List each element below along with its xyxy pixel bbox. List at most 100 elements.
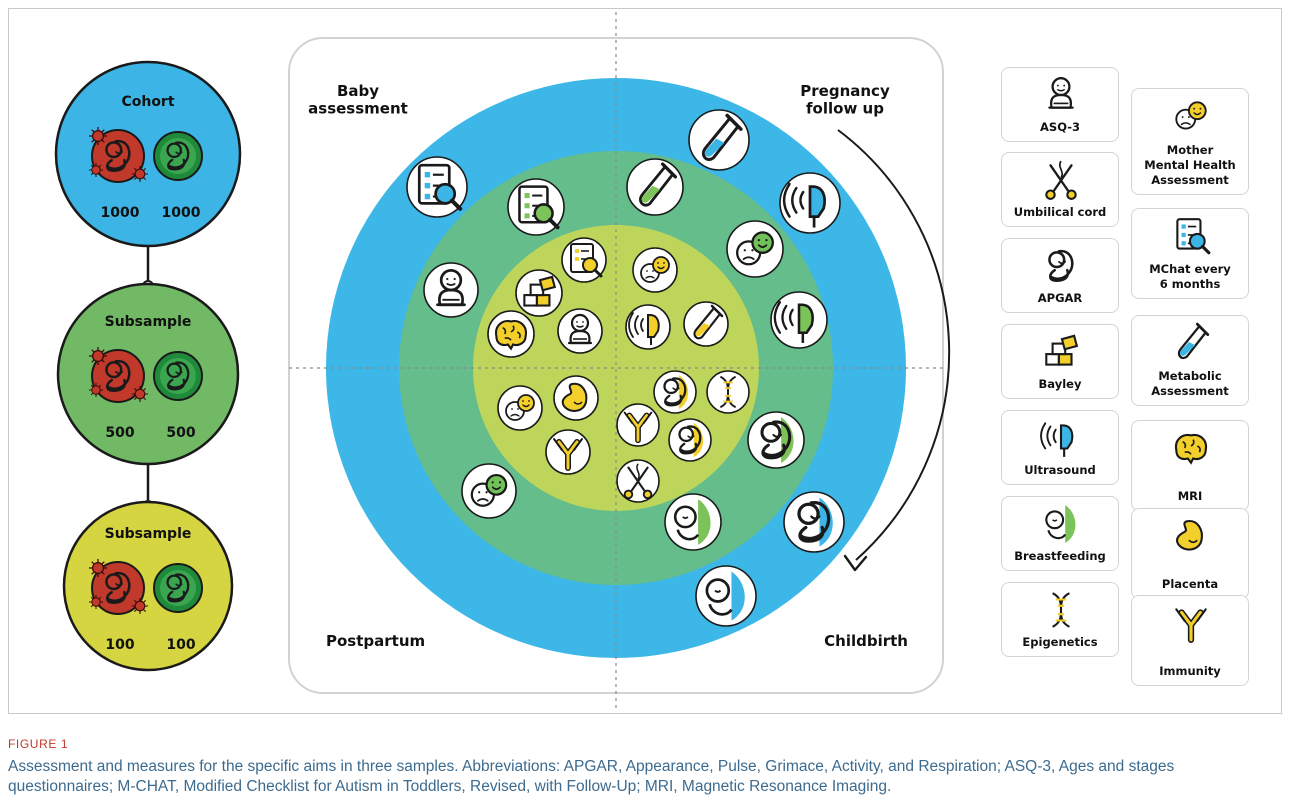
measure-bubble <box>497 385 543 431</box>
legend-card: Ultrasound <box>1001 410 1119 485</box>
measure-bubble <box>557 308 603 354</box>
control-count: 100 <box>166 637 195 653</box>
breastfeeding-icon <box>1045 504 1077 544</box>
virus-icon <box>131 597 149 615</box>
legend-label: Ultrasound <box>1024 463 1096 477</box>
legend-label: MRI <box>1177 489 1203 503</box>
legend-card: Metabolic Assessment <box>1131 315 1249 406</box>
exposed-count: 500 <box>105 425 134 441</box>
measure-bubble <box>616 459 660 503</box>
measure-bubble <box>779 172 841 234</box>
sample-circle-2: Subsample 100 100 <box>62 500 234 672</box>
legend-label: APGAR <box>1037 291 1083 305</box>
measure-bubble <box>770 291 828 349</box>
measure-bubble <box>726 220 784 278</box>
legend-label: Epigenetics <box>1022 635 1098 649</box>
legend-card: Umbilical cord <box>1001 152 1119 227</box>
sample-title: Subsample <box>105 314 192 330</box>
brain-icon <box>1174 433 1208 464</box>
ultrasound-probe-icon <box>1040 422 1074 458</box>
legend-card: MRI <box>1131 420 1249 511</box>
virus-icon <box>88 382 104 398</box>
measure-bubble <box>683 301 729 347</box>
measure-bubble <box>625 304 671 350</box>
legend-label: ASQ-3 <box>1040 120 1080 134</box>
figure-frame <box>8 8 1282 714</box>
legend-label: Umbilical cord <box>1013 205 1107 219</box>
sample-title: Subsample <box>105 526 192 542</box>
baby-icon <box>1048 77 1074 109</box>
measure-bubble <box>616 403 660 447</box>
legend-card: Mother Mental Health Assessment <box>1131 88 1249 195</box>
dna-icon <box>1051 592 1071 628</box>
legend-card: Placenta <box>1131 508 1249 599</box>
measure-bubble <box>561 237 607 283</box>
legend-card: Epigenetics <box>1001 582 1119 657</box>
legend-label: Immunity <box>1159 664 1221 678</box>
arrowhead <box>843 554 868 572</box>
measure-bubble <box>783 491 845 553</box>
measure-bubble <box>487 310 535 358</box>
sample-circle-0: Cohort 1000 1000 <box>54 60 242 248</box>
sample-circle-1: Subsample 500 500 <box>56 282 240 466</box>
virus-icon <box>88 558 108 578</box>
measure-bubble <box>688 109 750 171</box>
measure-bubble <box>632 247 678 293</box>
legend-label: Metabolic Assessment <box>1151 369 1229 398</box>
measure-bubble <box>507 178 565 236</box>
exposed-count: 100 <box>105 637 134 653</box>
mood-faces-icon <box>1175 101 1207 130</box>
control-count: 500 <box>166 425 195 441</box>
checklist-magnifier-icon <box>1175 217 1211 255</box>
measure-bubble <box>668 418 712 462</box>
newborn-icon <box>1048 249 1074 282</box>
quadrant-label-childbirth: Childbirth <box>824 632 908 650</box>
legend-card: MChat every 6 months <box>1131 208 1249 299</box>
sample-disc <box>54 60 242 248</box>
measure-bubble <box>626 158 684 216</box>
diagram-canvas: Cohort10001000Subsample500500Subsample10… <box>54 12 951 712</box>
measure-bubble <box>706 370 750 414</box>
legend-label: Breastfeeding <box>1014 549 1106 563</box>
measure-bubble <box>664 493 722 551</box>
sample-title: Cohort <box>121 94 174 110</box>
placenta-icon <box>1175 519 1203 551</box>
antibody-icon <box>1132 598 1250 648</box>
legend-card: APGAR <box>1001 238 1119 313</box>
exposed-count: 1000 <box>101 205 140 221</box>
blocks-icon <box>1045 334 1078 366</box>
sample-disc <box>62 500 234 672</box>
legend-card: Immunity <box>1131 595 1249 686</box>
legend-card: ASQ-3 <box>1001 67 1119 142</box>
legend-label: Mother Mental Health Assessment <box>1144 143 1236 187</box>
virus-icon <box>88 346 108 366</box>
control-count: 1000 <box>162 205 201 221</box>
measure-bubble <box>747 411 805 469</box>
timeline-arrow <box>837 129 951 561</box>
scissors-icon <box>1045 159 1077 201</box>
measure-bubble <box>423 262 479 318</box>
brain-icon <box>494 320 528 350</box>
virus-icon <box>88 162 104 178</box>
measure-bubble <box>545 429 591 475</box>
legend-label: Placenta <box>1161 577 1219 591</box>
measure-bubble <box>515 269 563 317</box>
legend-label: Bayley <box>1038 377 1082 391</box>
quadrant-label-postpartum: Postpartum <box>326 632 425 650</box>
figure-caption: Assessment and measures for the specific… <box>8 758 1175 795</box>
legend-card: Bayley <box>1001 324 1119 399</box>
measure-bubble <box>406 156 468 218</box>
measure-bubble <box>695 565 757 627</box>
figure-label: FIGURE 1 <box>8 737 69 751</box>
legend-card: Breastfeeding <box>1001 496 1119 571</box>
measure-bubble <box>553 375 599 421</box>
legend-label: MChat every 6 months <box>1149 262 1231 291</box>
sample-disc <box>56 282 240 466</box>
measure-bubble <box>653 370 697 414</box>
measure-bubble <box>461 463 517 519</box>
